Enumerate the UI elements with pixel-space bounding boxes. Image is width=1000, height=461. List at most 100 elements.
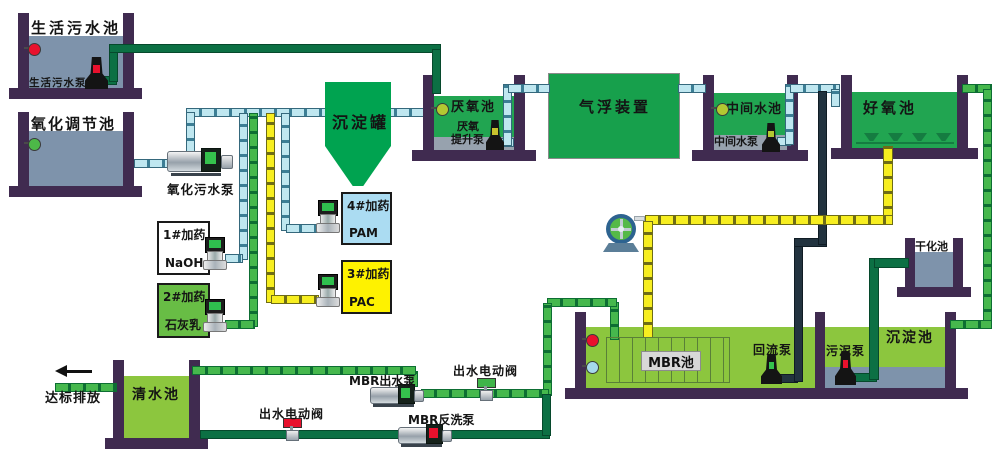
- oxidation-pump-label: 氧化污水泵: [167, 182, 235, 197]
- settling-hopper-label: 沉淀罐: [332, 113, 390, 132]
- blower-hub: [618, 226, 624, 232]
- domestic-tank-label: 生活污水池: [31, 19, 122, 37]
- pipe-mbr-suction-drop: [610, 302, 619, 340]
- indicator-stem: [24, 47, 31, 49]
- pipe-main-dosed-line: [186, 108, 432, 117]
- dosing-pump-3[interactable]: [314, 274, 341, 307]
- anaerobic-pump-label-2: 提升泵: [451, 133, 484, 146]
- basin-wall-right: [945, 312, 956, 390]
- basin-floor: [565, 388, 968, 399]
- drying-floor: [897, 287, 971, 297]
- outlet-valve-closed-label: 出水电动阀: [259, 407, 325, 421]
- pump-base: [401, 444, 442, 447]
- pump-foot: [202, 322, 228, 332]
- pump-base: [170, 172, 221, 176]
- dosing-2-no: 2#加药: [163, 290, 206, 304]
- dosing-pump-2[interactable]: [201, 299, 228, 332]
- anaerobic-label: 厌氧池: [451, 100, 497, 115]
- pump-base: [373, 404, 414, 407]
- intermediate-pump-label: 中间水泵: [714, 135, 758, 148]
- level-indicator-yellowgreen: [436, 103, 449, 116]
- pipe-lime-riser: [249, 113, 258, 327]
- indicator-stem: [582, 365, 588, 367]
- intermediate-floor: [692, 150, 808, 161]
- drying-wall-left: [905, 238, 915, 289]
- diffuser-icon: [912, 133, 927, 141]
- pump-indicator: [93, 65, 100, 73]
- level-indicator-green: [28, 138, 41, 151]
- oxidation-tank-floor: [9, 186, 142, 197]
- drying-wall-right: [953, 238, 963, 289]
- pump-screen: [400, 387, 410, 398]
- basin-wall-divider: [815, 312, 825, 390]
- level-indicator-red: [28, 43, 41, 56]
- mbr-label-tag: MBR池: [641, 351, 701, 371]
- mbr-backwash-pump-label: MBR反洗泵: [408, 413, 475, 427]
- pipe-mbr-suction-down: [543, 303, 552, 396]
- dosing-box-4: 4#加药 PAM: [341, 192, 392, 245]
- aerobic-wall-left: [841, 75, 852, 150]
- anaerobic-wall-right: [514, 75, 525, 152]
- dosing-1-agent: NaOH: [165, 256, 204, 270]
- oxidation-tank-wall-left: [18, 112, 29, 188]
- mbr-outlet-pump[interactable]: [370, 384, 424, 407]
- domestic-pump-label: 生活污水泵: [29, 77, 87, 89]
- pump-screen: [322, 203, 334, 212]
- diffuser-icon: [936, 133, 951, 141]
- pump-indicator: [768, 361, 775, 369]
- aerobic-floor: [831, 148, 978, 159]
- pipe-over-aerobic-wall: [790, 84, 840, 93]
- air-blower[interactable]: [603, 214, 639, 252]
- pipe-sludge-riser: [869, 258, 879, 380]
- reflux-pump-label: 回流泵: [753, 343, 793, 357]
- pipe-aeration-aerobic-drop: [883, 146, 893, 222]
- pump-screen: [322, 277, 334, 286]
- pipe-drop-into-aerobic: [831, 89, 840, 107]
- pipe-aerobic-down-run: [983, 89, 992, 325]
- valve-flange: [286, 430, 299, 441]
- pipe-domestic-drop-anaerobic: [432, 49, 441, 94]
- pipe-naoh-stub: [225, 254, 243, 263]
- level-indicator-red: [586, 334, 599, 347]
- dosing-pump-1[interactable]: [201, 237, 228, 270]
- clearwater-tank-water: [124, 376, 189, 439]
- mbr-backwash-pump[interactable]: [398, 424, 452, 447]
- oxidation-tank-label: 氧化调节池: [31, 115, 117, 133]
- outlet-valve-open[interactable]: [477, 378, 496, 401]
- pump-indicator: [842, 359, 849, 368]
- pipe-aerobic-out: [962, 84, 992, 93]
- blower-stand: [603, 243, 639, 252]
- drying-tank-water: [915, 252, 953, 288]
- level-indicator-yellowgreen: [716, 103, 729, 116]
- valve-stem: [484, 386, 487, 390]
- level-indicator-blue: [586, 361, 599, 374]
- pipe-mbr-suction-top: [547, 298, 617, 307]
- dosing-3-no: 3#加药: [347, 267, 390, 281]
- pipe-aeration-main: [645, 215, 893, 225]
- dosing-4-agent: PAM: [349, 226, 378, 240]
- outlet-valve-closed[interactable]: [283, 418, 302, 441]
- basin-wall-left: [575, 312, 586, 390]
- settling-hopper-body: [325, 82, 391, 146]
- pipe-sludge-to-drying: [874, 258, 909, 268]
- oxidation-sewage-pump[interactable]: [167, 147, 233, 176]
- dosing-pump-4[interactable]: [314, 200, 341, 233]
- pump-foot: [315, 223, 341, 233]
- pipe-backwash-run: [200, 430, 550, 439]
- indicator-stem: [711, 107, 718, 109]
- pump-screen: [428, 427, 438, 438]
- clearwater-wall-right: [189, 360, 200, 440]
- dosing-4-no: 4#加药: [347, 199, 390, 213]
- pump-body: [370, 387, 402, 404]
- pipe-pac-riser: [266, 113, 275, 303]
- pump-nose: [413, 389, 424, 402]
- sludge-pump-label: 污泥泵: [826, 344, 866, 358]
- domestic-tank-wall-left: [18, 13, 29, 91]
- pipe-reflux-lower: [794, 240, 803, 382]
- settling-hopper-funnel: [325, 146, 391, 186]
- pipe-naoh-riser: [239, 113, 248, 260]
- pipe-domestic-top-run: [109, 44, 441, 53]
- clearwater-wall-left: [113, 360, 124, 440]
- dosing-2-agent: 石灰乳: [165, 318, 202, 332]
